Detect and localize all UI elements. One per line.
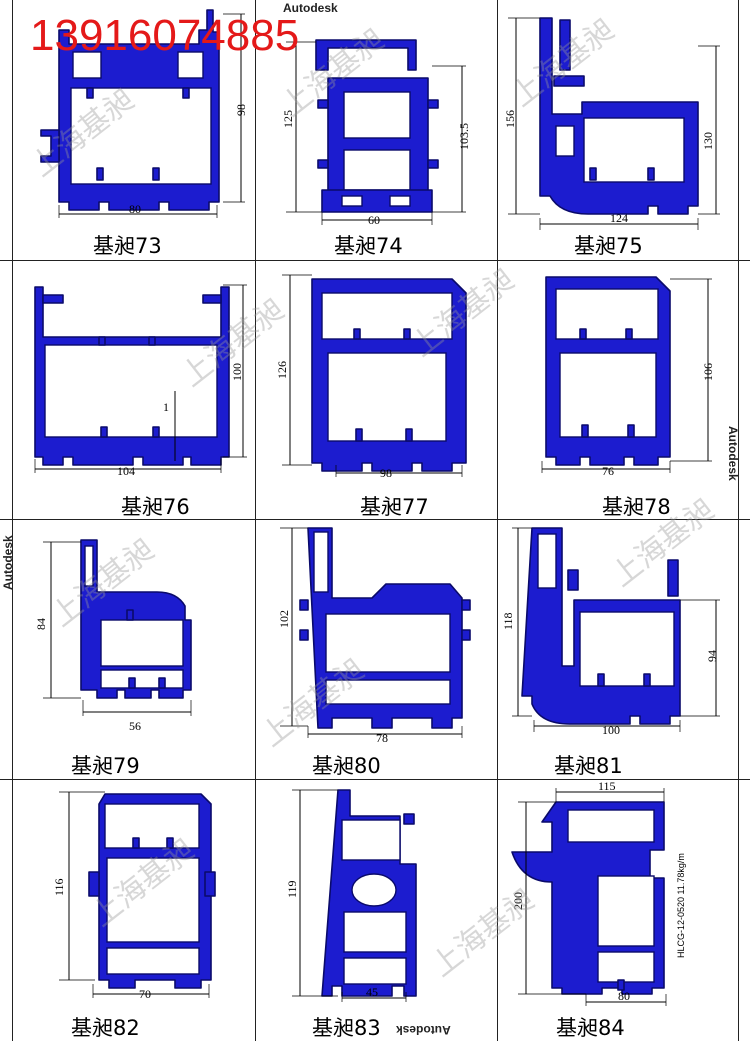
dim-label: 156 bbox=[503, 110, 517, 128]
dim-label: 56 bbox=[129, 719, 141, 733]
profile-cell-73: 80 98 基昶73 bbox=[13, 0, 255, 260]
dim-label: 84 bbox=[34, 618, 48, 630]
profile-76-drawing: 104 100 1 bbox=[34, 284, 247, 478]
grid-line bbox=[255, 0, 256, 1041]
profile-caption: 基昶75 bbox=[574, 234, 643, 258]
profile-cell-83: 45 119 基昶83 bbox=[256, 780, 497, 1041]
profile-caption: 基昶81 bbox=[554, 754, 623, 778]
profile-caption: 基昶76 bbox=[121, 495, 190, 519]
profile-spec-text: HLCG-12-0520 11.78kg/m bbox=[676, 853, 686, 958]
grid-line bbox=[0, 779, 750, 780]
profile-82-drawing: 70 116 bbox=[52, 791, 216, 1001]
profile-cell-82: 70 116 基昶82 bbox=[13, 780, 255, 1041]
profile-cell-76: 104 100 1 基昶76 bbox=[13, 261, 255, 519]
dim-label: 104 bbox=[117, 464, 135, 478]
dim-label: 115 bbox=[598, 780, 616, 793]
profile-80-drawing: 78 102 bbox=[277, 527, 471, 745]
profile-cell-77: 98 126 基昶77 bbox=[256, 261, 497, 519]
autodesk-stamp: Autodesk bbox=[396, 1023, 451, 1037]
profile-cell-78: 76 106 基昶78 bbox=[498, 261, 738, 519]
dim-label: 103.5 bbox=[457, 123, 471, 150]
dim-label: 76 bbox=[602, 464, 614, 478]
dim-label: 119 bbox=[285, 880, 299, 898]
dim-label: 78 bbox=[376, 731, 388, 745]
profile-caption: 基昶79 bbox=[71, 754, 140, 778]
dim-label: 70 bbox=[139, 987, 151, 1001]
dim-label: 102 bbox=[277, 610, 291, 628]
profile-cell-74: 60 125 103.5 基昶74 bbox=[256, 0, 497, 260]
profile-73-drawing: 80 98 bbox=[40, 9, 248, 218]
grid-line bbox=[0, 519, 750, 520]
grid-line bbox=[12, 0, 13, 1041]
dim-label: 98 bbox=[380, 466, 392, 480]
profile-cell-84: 115 200 80 HLCG-12-0520 11.78kg/m 基昶84 bbox=[498, 780, 738, 1041]
profile-78-drawing: 76 106 bbox=[541, 276, 715, 478]
dim-label: 200 bbox=[511, 892, 525, 910]
profile-83-drawing: 45 119 bbox=[285, 789, 417, 1002]
dim-label: 94 bbox=[705, 650, 719, 662]
dim-label: 100 bbox=[602, 723, 620, 737]
profile-caption: 基昶74 bbox=[334, 234, 403, 258]
dim-label: 126 bbox=[275, 361, 289, 379]
dim-label: 124 bbox=[610, 211, 628, 225]
profile-77-drawing: 98 126 bbox=[275, 274, 467, 480]
profile-79-drawing: 56 84 bbox=[34, 539, 192, 733]
dim-label: 45 bbox=[366, 985, 378, 999]
profile-caption: 基昶80 bbox=[312, 754, 381, 778]
profile-caption: 基昶82 bbox=[71, 1016, 140, 1040]
profile-caption: 基昶78 bbox=[602, 495, 671, 519]
dim-label: 125 bbox=[281, 110, 295, 128]
grid-line bbox=[0, 260, 750, 261]
dim-label: 60 bbox=[368, 213, 380, 227]
profile-81-drawing: 100 118 94 bbox=[501, 527, 720, 737]
profile-caption: 基昶83 bbox=[312, 1016, 381, 1040]
autodesk-stamp: Autodesk bbox=[283, 1, 338, 15]
phone-number: 13916074885 bbox=[30, 11, 300, 60]
grid-line bbox=[738, 0, 739, 1041]
dim-label: 80 bbox=[129, 202, 141, 216]
profile-75-drawing: 124 156 130 bbox=[503, 17, 720, 230]
profile-caption: 基昶77 bbox=[360, 495, 429, 519]
dim-label: 118 bbox=[501, 612, 515, 630]
dim-label: 98 bbox=[234, 104, 248, 116]
autodesk-stamp: Autodesk bbox=[726, 426, 740, 481]
dim-label: 1 bbox=[163, 400, 169, 414]
profile-84-drawing: 115 200 80 bbox=[511, 780, 667, 1006]
dim-label: 106 bbox=[701, 363, 715, 381]
dim-label: 116 bbox=[52, 878, 66, 896]
profile-cell-80: 78 102 基昶80 bbox=[256, 520, 497, 779]
dim-label: 80 bbox=[618, 989, 630, 1003]
profile-caption: 基昶84 bbox=[556, 1016, 625, 1040]
dim-label: 130 bbox=[701, 132, 715, 150]
profile-cell-81: 100 118 94 基昶81 bbox=[498, 520, 738, 779]
dim-label: 100 bbox=[230, 363, 244, 381]
profile-cell-79: 56 84 基昶79 bbox=[13, 520, 255, 779]
profile-caption: 基昶73 bbox=[93, 234, 162, 258]
profile-74-drawing: 60 125 103.5 bbox=[281, 39, 471, 227]
autodesk-stamp: Autodesk bbox=[1, 535, 15, 590]
grid-line bbox=[497, 0, 498, 1041]
profile-cell-75: 124 156 130 基昶75 bbox=[498, 0, 738, 260]
